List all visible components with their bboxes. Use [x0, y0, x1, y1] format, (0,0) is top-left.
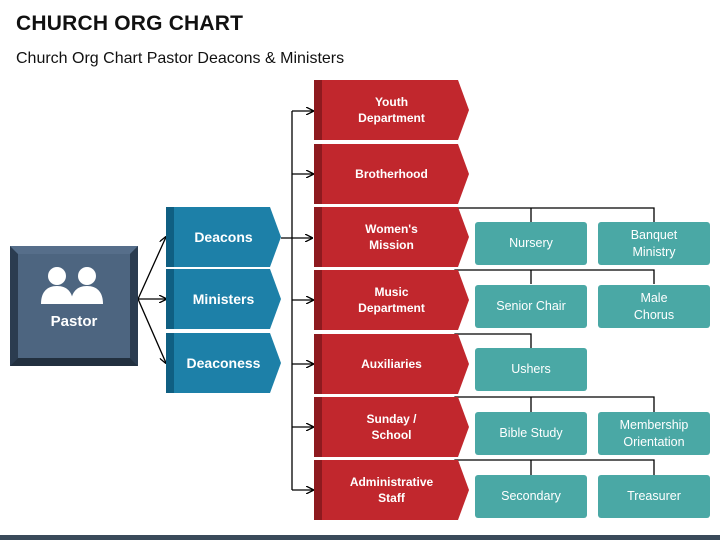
- group-deaconess: Deaconess: [166, 333, 281, 393]
- pastor-label: Pastor: [50, 313, 98, 330]
- dept-label: Sunday / School: [366, 411, 417, 442]
- dept-label: Youth Department: [358, 94, 425, 125]
- group-label: Deaconess: [186, 355, 261, 371]
- dept-sunday-school: Sunday / School: [314, 397, 469, 457]
- group-deacons: Deacons: [166, 207, 281, 267]
- group-ministers: Ministers: [166, 269, 281, 329]
- page-subtitle: Church Org Chart Pastor Deacons & Minist…: [16, 50, 345, 67]
- bottom-bar: [0, 535, 720, 540]
- dept-label: Music Department: [358, 284, 425, 315]
- dept-label: Brotherhood: [355, 166, 428, 181]
- page-title: CHURCH ORG CHART: [16, 12, 244, 35]
- dept-music-department: Music Department: [314, 270, 469, 330]
- ministry-senior-chair: Senior Chair: [475, 285, 587, 328]
- ministry-secondary: Secondary: [475, 475, 587, 518]
- dept-label: Auxiliaries: [361, 356, 422, 371]
- dept-label: Administrative Staff: [349, 474, 434, 505]
- pastor-box: Pastor: [10, 246, 138, 366]
- dept-auxiliaries: Auxiliaries: [314, 334, 469, 394]
- ministry-ushers: Ushers: [475, 348, 587, 391]
- ministry-bible-study: Bible Study: [475, 412, 587, 455]
- dept-label: Women's Mission: [365, 221, 418, 252]
- ministry-banquet-ministry: Banquet Ministry: [598, 222, 710, 265]
- ministry-male-chorus: Male Chorus: [598, 285, 710, 328]
- dept-administrative-staff: Administrative Staff: [314, 460, 469, 520]
- ministry-nursery: Nursery: [475, 222, 587, 265]
- group-label: Deacons: [194, 229, 253, 245]
- dept-youth-department: Youth Department: [314, 80, 469, 140]
- dept-brotherhood: Brotherhood: [314, 144, 469, 204]
- ministry-treasurer: Treasurer: [598, 475, 710, 518]
- ministry-membership-orientation: Membership Orientation: [598, 412, 710, 455]
- dept-womens-mission: Women's Mission: [314, 207, 469, 267]
- group-label: Ministers: [192, 291, 255, 307]
- people-icon: [41, 267, 103, 304]
